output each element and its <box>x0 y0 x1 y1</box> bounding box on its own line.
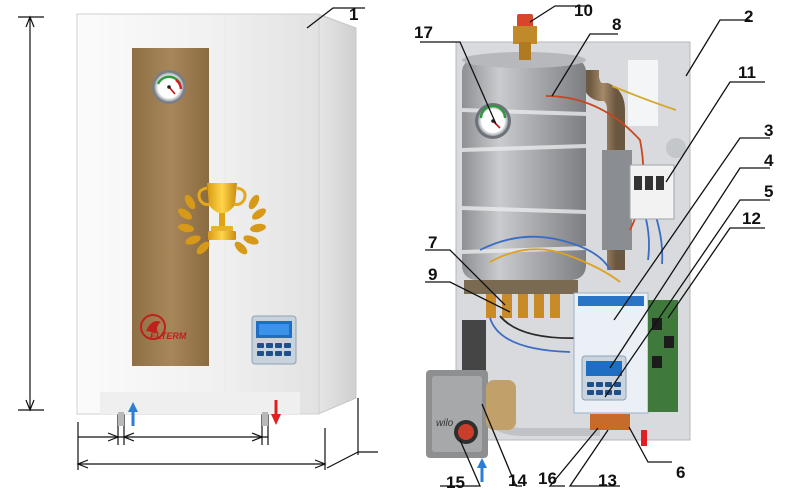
callout-9: 9 <box>428 265 437 284</box>
brand-logo: ELTERM <box>140 314 187 341</box>
callout-13: 13 <box>598 471 617 490</box>
callout-3: 3 <box>764 121 773 140</box>
control-board <box>573 292 678 414</box>
controller-left <box>251 315 297 365</box>
heater-flange <box>464 280 578 294</box>
callout-15: 15 <box>446 473 465 492</box>
callout-17: 17 <box>414 23 433 42</box>
casing-side <box>317 13 357 415</box>
callout-1: 1 <box>349 5 358 24</box>
callout-5: 5 <box>764 182 773 201</box>
brand-label: ELTERM <box>150 331 187 341</box>
pump-inlet-arrow-icon <box>477 458 487 482</box>
circulation-pump: wilo <box>426 370 516 458</box>
left-boiler-unit: ELTERM <box>18 13 378 470</box>
safety-valve <box>513 14 537 60</box>
exchanger-gauge <box>475 103 511 139</box>
callout-12: 12 <box>742 209 761 228</box>
callout-16: 16 <box>538 469 557 488</box>
circuit-breaker <box>629 164 675 220</box>
callout-7: 7 <box>428 233 437 252</box>
pump-brand-label: wilo <box>436 418 454 429</box>
inlet-arrow-icon <box>128 402 138 426</box>
right-boiler-unit: wilo <box>426 14 691 482</box>
callout-labels: 1 2 3 4 5 6 7 8 9 10 11 12 13 14 15 16 1… <box>349 1 774 492</box>
casing-bottom-step <box>100 392 300 414</box>
callout-14: 14 <box>508 471 527 490</box>
board-outlet-arrow-icon <box>641 430 647 446</box>
trophy-icon <box>178 183 266 255</box>
callout-10: 10 <box>574 1 593 20</box>
heater-terminals <box>486 294 560 318</box>
outlet-pipe <box>581 70 625 270</box>
callout-6: 6 <box>676 463 685 482</box>
callout-4: 4 <box>764 151 774 170</box>
callout-leaders <box>306 5 770 487</box>
callout-2: 2 <box>744 7 753 26</box>
outlet-arrow-icon <box>271 400 281 425</box>
callout-11: 11 <box>738 63 756 82</box>
pressure-gauge <box>152 70 186 104</box>
callout-8: 8 <box>612 15 621 34</box>
